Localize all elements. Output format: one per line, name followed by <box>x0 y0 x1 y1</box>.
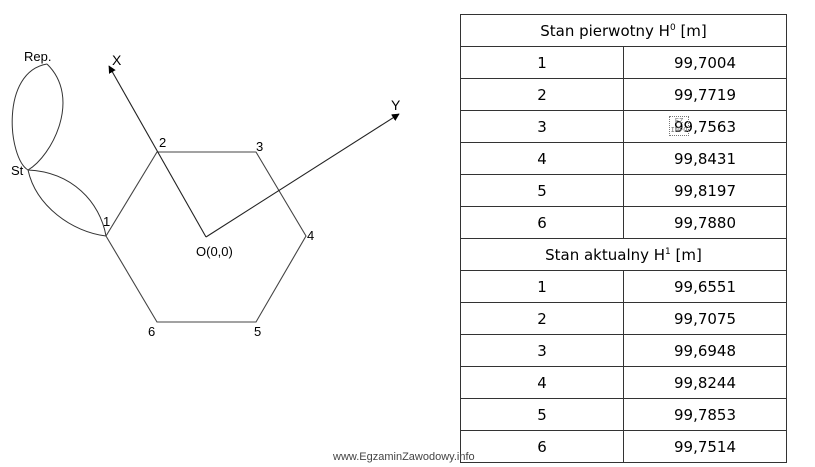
point-id: 1 <box>460 46 624 79</box>
point-id: 4 <box>460 366 624 399</box>
height-value: 99,7719 <box>623 78 787 111</box>
point-label-4: 4 <box>307 228 314 243</box>
leveling-arc-st-1-lower <box>27 169 107 237</box>
point-id: 2 <box>460 78 624 111</box>
height-value: 99,7563 <box>673 117 737 136</box>
st-label: St <box>11 163 24 178</box>
point-id: 5 <box>460 398 624 431</box>
point-label-1: 1 <box>103 214 110 229</box>
height-value: 99,7514 <box>623 430 787 463</box>
height-value: 99,6551 <box>623 270 787 303</box>
axis-x-line <box>108 65 207 238</box>
point-id: 1 <box>460 270 624 303</box>
point-id: 3 <box>460 110 624 143</box>
point-id: 5 <box>460 174 624 207</box>
height-value: 99,8197 <box>623 174 787 207</box>
point-label-6: 6 <box>148 324 155 339</box>
leveling-arc-rep-st-inner <box>27 63 64 171</box>
leveling-arc-st-1-upper <box>27 169 107 237</box>
height-value: 99,7075 <box>623 302 787 335</box>
header-current: Stan aktualny H1 [m] <box>460 238 787 271</box>
point-id: 3 <box>460 334 624 367</box>
header-row-initial: Stan pierwotny H0 [m] <box>460 14 787 47</box>
point-label-2: 2 <box>159 135 166 150</box>
header-row-current: Stan aktualny H1 [m] <box>460 238 787 271</box>
point-id: 6 <box>460 206 624 239</box>
height-value: 99,8431 <box>623 142 787 175</box>
rep-label: Rep. <box>24 49 51 64</box>
origin-label: O(0,0) <box>196 244 233 259</box>
header-initial: Stan pierwotny H0 [m] <box>460 14 787 47</box>
height-value: 99,7004 <box>623 46 787 79</box>
point-id: 6 <box>460 430 624 463</box>
leveling-arc-rep-st-outer <box>11 63 48 171</box>
watermark: www.EgzaminZawodowy.info <box>333 451 475 463</box>
axis-y-line <box>205 113 400 238</box>
axis-y-label: Y <box>391 97 401 113</box>
axis-x-label: X <box>112 52 122 68</box>
height-value: 99,7853 <box>623 398 787 431</box>
point-label-3: 3 <box>256 139 263 154</box>
point-label-5: 5 <box>254 324 261 339</box>
info-stamp-icon: EZ INFO <box>669 116 689 136</box>
height-value: 99,8244 <box>623 366 787 399</box>
height-value: 99,7880 <box>623 206 787 239</box>
hexagon-outline <box>105 151 307 323</box>
height-value: 99,6948 <box>623 334 787 367</box>
point-id: 4 <box>460 142 624 175</box>
survey-diagram: Rep. St X Y O(0,0) 1 2 3 4 5 6 <box>11 49 401 339</box>
point-id: 2 <box>460 302 624 335</box>
